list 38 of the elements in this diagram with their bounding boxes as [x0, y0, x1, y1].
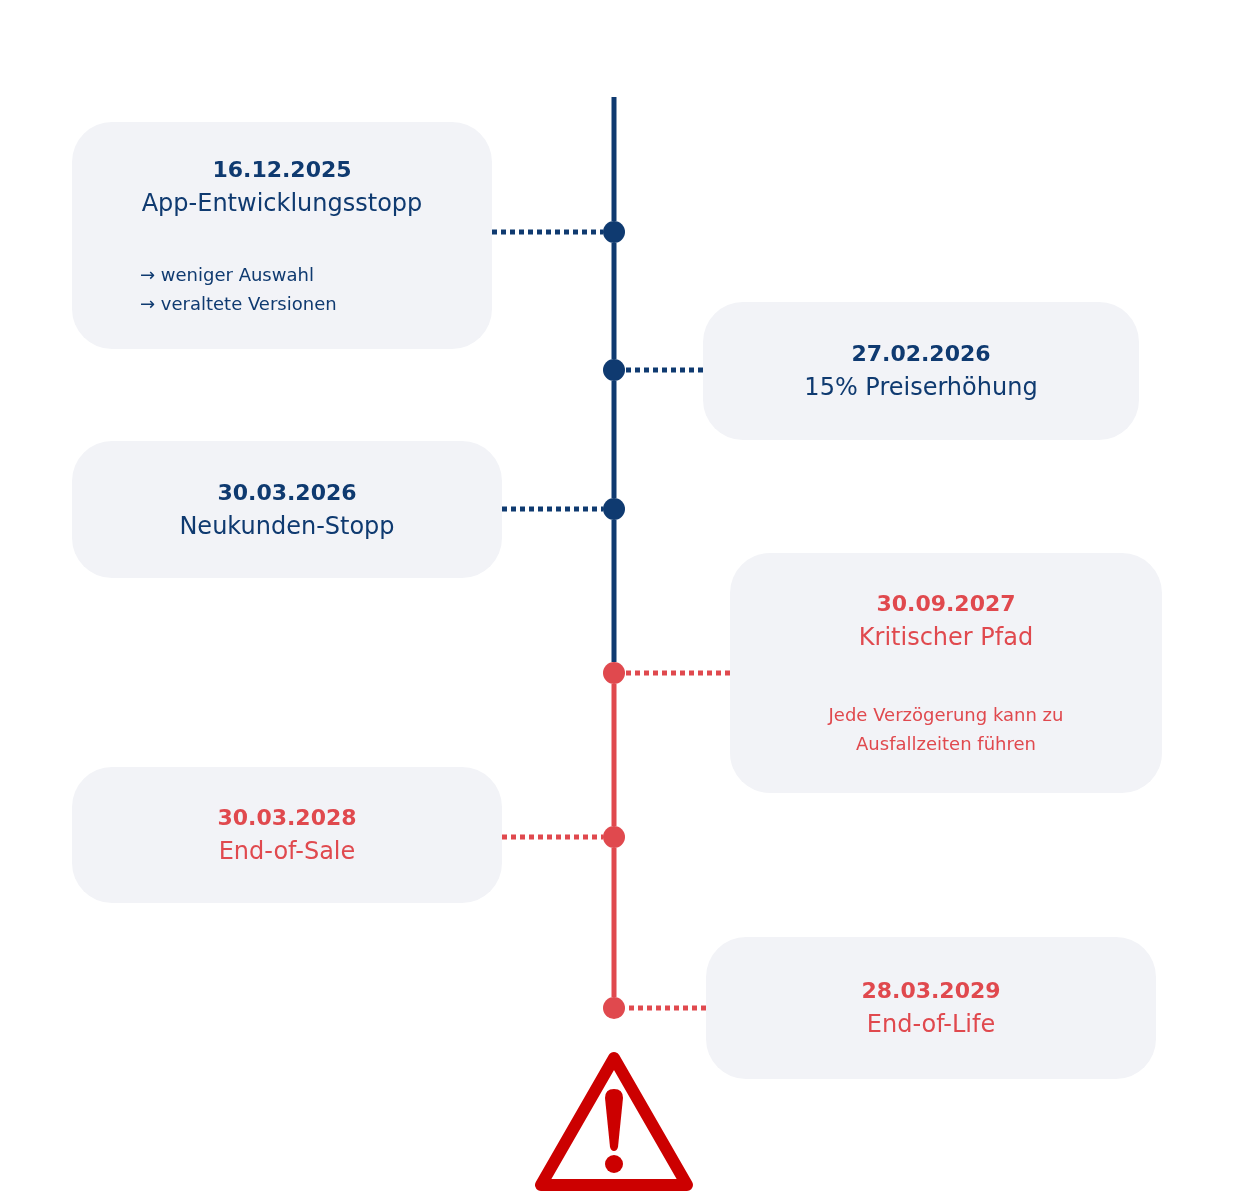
dotted-connector	[502, 506, 603, 512]
timeline-dot	[603, 997, 625, 1019]
timeline-line	[611, 381, 617, 498]
event-card	[703, 302, 1139, 440]
dotted-connector	[625, 367, 703, 373]
dotted-connector	[502, 834, 603, 840]
timeline-line	[611, 848, 617, 997]
note-text: → weniger Auswahl	[140, 262, 314, 287]
date-label: 27.02.2026	[851, 340, 991, 368]
event-card	[72, 122, 492, 349]
event-card	[72, 441, 502, 578]
event-title: End-of-Life	[866, 1009, 996, 1040]
timeline-dot	[603, 498, 625, 520]
date-label: 30.09.2027	[876, 590, 1016, 618]
event-card	[706, 937, 1156, 1079]
event-card	[730, 553, 1162, 793]
event-title: 15% Preiserhöhung	[804, 372, 1038, 403]
date-label: 16.12.2025	[212, 155, 352, 184]
event-title: App-Entwicklungsstopp	[141, 187, 423, 219]
dotted-connector	[625, 670, 730, 676]
note-text: → veraltete Versionen	[140, 291, 337, 316]
timeline-line	[611, 243, 617, 359]
date-label: 30.03.2026	[217, 478, 357, 507]
event-title: Neukunden-Stopp	[179, 510, 395, 542]
timeline-dot	[603, 826, 625, 848]
date-label: 28.03.2029	[861, 977, 1001, 1005]
timeline-line	[611, 684, 617, 826]
timeline-line	[611, 97, 617, 221]
event-title: Kritischer Pfad	[858, 622, 1034, 653]
note-text: Jede Verzögerung kann zu Ausfallzeiten führen	[826, 703, 1065, 756]
timeline-dot	[603, 221, 625, 243]
event-card	[72, 767, 502, 903]
timeline-line	[611, 520, 617, 662]
dotted-connector	[492, 229, 603, 235]
timeline-dot	[603, 662, 625, 684]
event-title: End-of-Sale	[218, 836, 356, 867]
date-label: 30.03.2028	[217, 804, 357, 832]
timeline-dot	[603, 359, 625, 381]
